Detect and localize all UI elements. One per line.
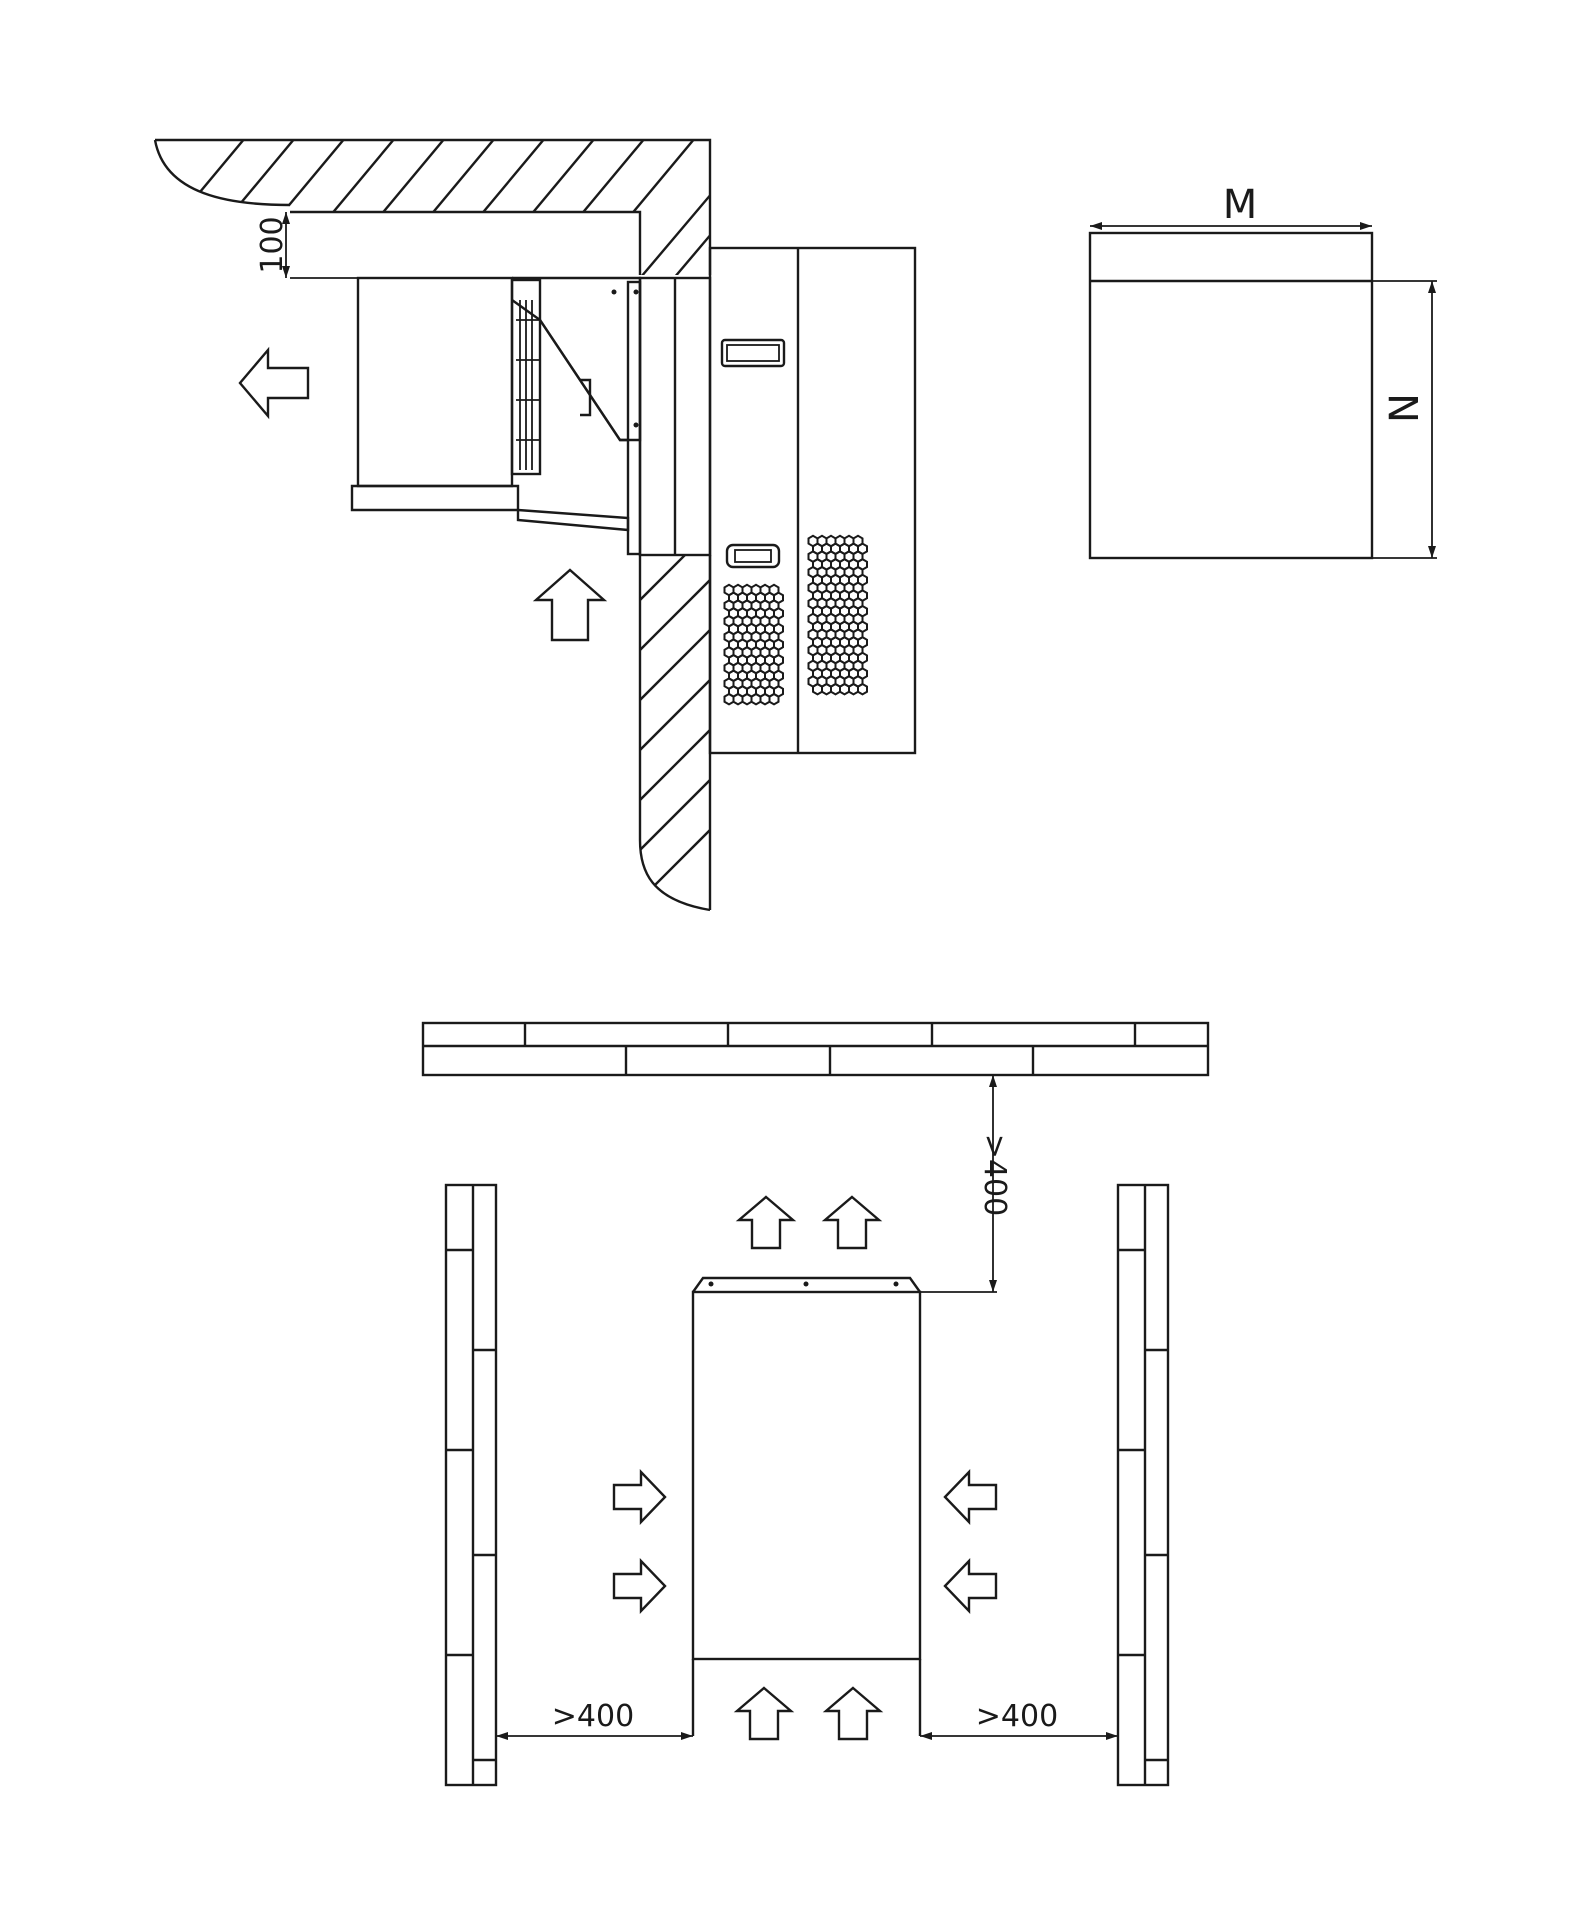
vent-hole (839, 682, 850, 696)
airflow-arrow-icon (612, 1558, 667, 1614)
vent-hole (741, 692, 753, 706)
back-wall (421, 1021, 1210, 1077)
left-wall (444, 1183, 498, 1787)
vent-hole (732, 692, 744, 706)
clearance-top-label: 100 (255, 216, 290, 273)
vent-grille-right (807, 534, 868, 696)
depth-label: N (1382, 393, 1428, 423)
ceiling-section (153, 138, 712, 275)
clearance-left-dimension: >400 (496, 1699, 693, 1740)
unit-top-view (691, 1276, 922, 1736)
clearance-right-label: >400 (976, 1699, 1058, 1734)
vent-grille-left (723, 583, 784, 706)
airflow-arrow-icon (612, 1469, 667, 1525)
airflow-arrow-icon (821, 1195, 883, 1250)
vent-hole (821, 682, 832, 696)
airflow-arrow-icon (733, 1686, 795, 1741)
airflow-arrow-icon (943, 1469, 998, 1525)
clearance-left-label: >400 (552, 1699, 634, 1734)
clearance-back-dimension: >400 (920, 1075, 1012, 1293)
airflow-arrow-icon (532, 568, 608, 642)
wall-section (638, 555, 712, 912)
width-label: M (1223, 182, 1258, 228)
evaporator-unit (350, 276, 712, 557)
vent-hole (723, 692, 735, 706)
airflow-arrow-icon (822, 1686, 884, 1741)
airflow-arrow-icon (238, 346, 310, 420)
footprint-view: M N (1088, 182, 1437, 560)
vent-hole (830, 682, 841, 696)
airflow-arrows (612, 1195, 998, 1741)
airflow-arrow-icon (943, 1558, 998, 1614)
condensing-unit (708, 246, 917, 755)
vent-hole (768, 692, 780, 706)
side-view: 100 (153, 138, 917, 912)
vent-hole (848, 682, 859, 696)
airflow-arrow-icon (735, 1195, 797, 1250)
clearance-back-label: >400 (977, 1134, 1012, 1216)
right-wall (1116, 1183, 1170, 1787)
vent-hole (750, 692, 762, 706)
vent-hole (857, 682, 868, 696)
vent-hole (812, 682, 823, 696)
vent-hole (759, 692, 771, 706)
clearance-top-dimension: 100 (255, 212, 358, 279)
plan-view: >400 >400 >400 (421, 1021, 1210, 1787)
clearance-right-dimension: >400 (920, 1699, 1118, 1740)
